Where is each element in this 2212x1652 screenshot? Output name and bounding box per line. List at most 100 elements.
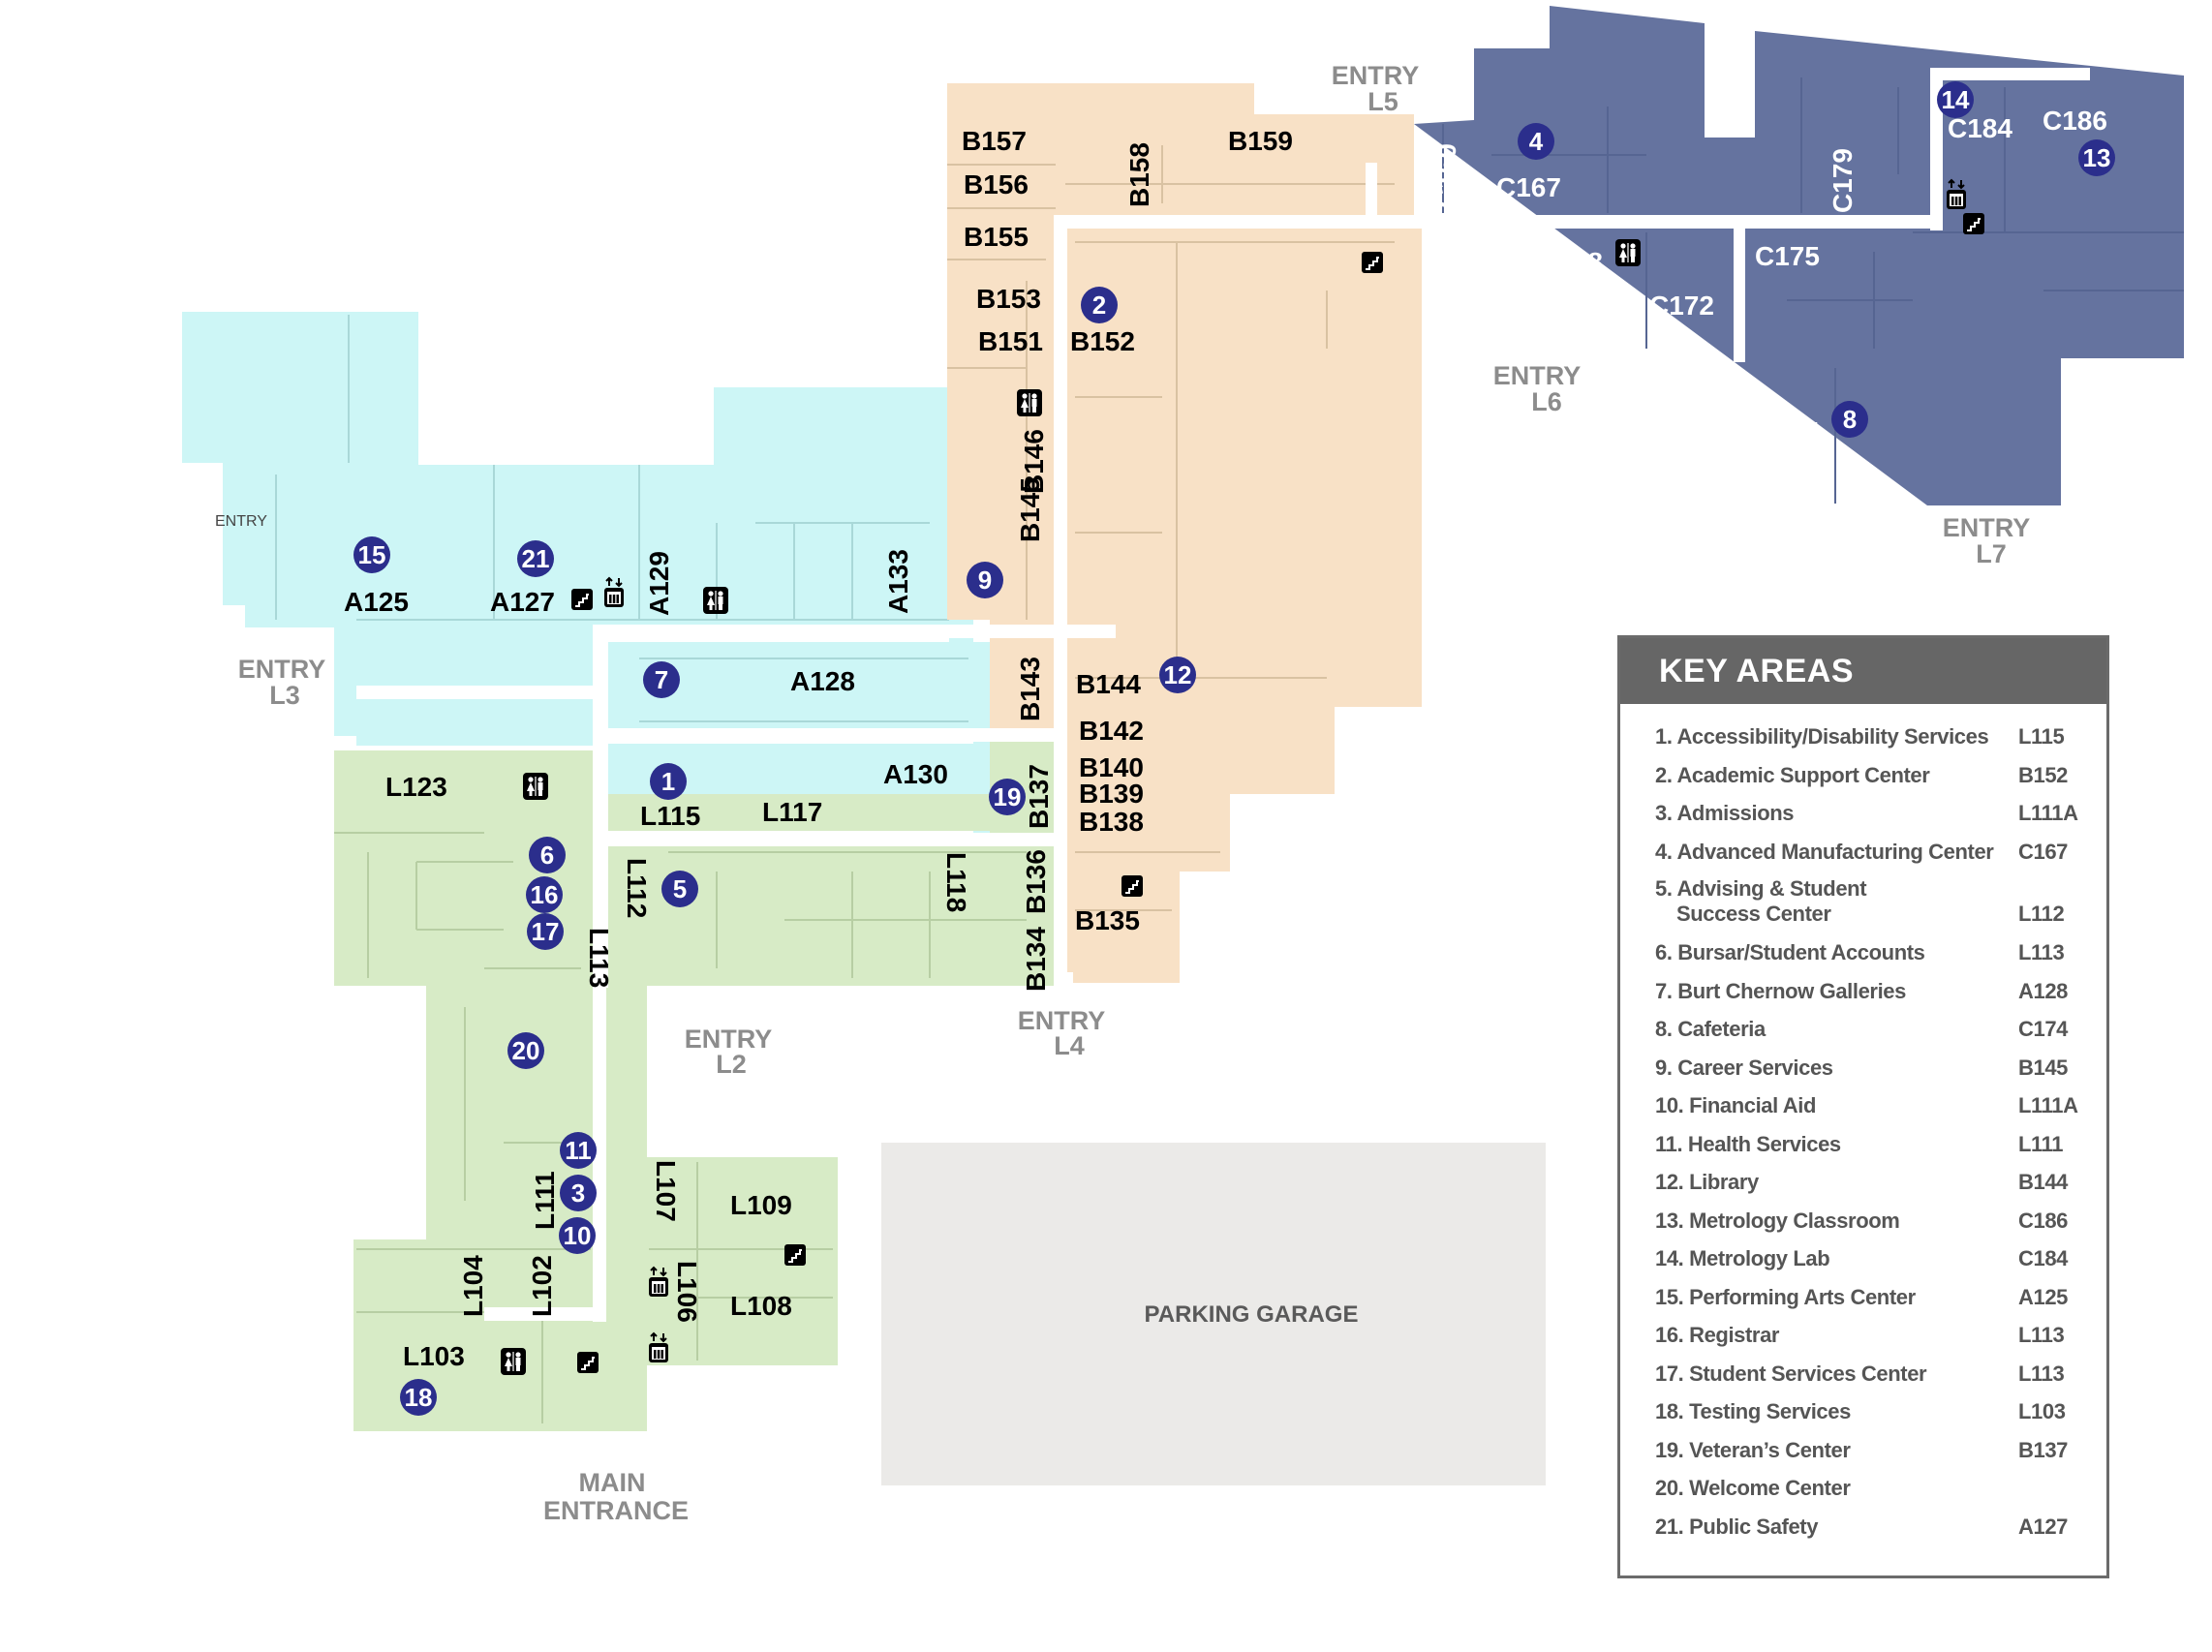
- room-labels-b: B157 B156 B155 B153 B151 B158 B159 B152 …: [962, 126, 1293, 992]
- marker-11[interactable]: 11: [560, 1132, 597, 1169]
- svg-text:10: 10: [564, 1221, 592, 1250]
- room-b136: B136: [1021, 849, 1051, 914]
- marker-7[interactable]: 7: [643, 661, 680, 698]
- marker-2[interactable]: 2: [1081, 287, 1118, 323]
- room-l115: L115: [640, 801, 700, 831]
- marker-12[interactable]: 12: [1159, 657, 1196, 693]
- svg-text:MAIN: MAIN: [579, 1468, 646, 1497]
- key-item[interactable]: 20. Welcome Center: [1655, 1476, 1851, 1500]
- svg-text:ENTRY: ENTRY: [1943, 513, 2031, 542]
- svg-text:L6: L6: [1531, 387, 1562, 416]
- svg-text:9: 9: [978, 566, 992, 595]
- svg-text:19: 19: [994, 782, 1022, 811]
- marker-3[interactable]: 3: [560, 1175, 597, 1211]
- room-c172: C172: [1649, 291, 1714, 321]
- marker-18[interactable]: 18: [400, 1379, 437, 1416]
- marker-15[interactable]: 15: [353, 536, 390, 573]
- entry-west-label: ENTRY: [215, 513, 267, 530]
- room-a125: A125: [344, 587, 409, 617]
- svg-text:3: 3: [571, 1178, 585, 1208]
- l-wing-area: [334, 736, 1054, 1431]
- svg-text:5: 5: [673, 874, 687, 903]
- marker-5[interactable]: 5: [661, 871, 698, 907]
- room-c184: C184: [1948, 113, 2012, 143]
- room-a130: A130: [883, 759, 948, 789]
- room-b139: B139: [1079, 779, 1144, 809]
- room-b159: B159: [1228, 126, 1293, 156]
- room-b146: B146: [1019, 429, 1049, 494]
- room-b144: B144: [1076, 669, 1141, 699]
- entry-l7-label: ENTRY L7: [1943, 513, 2031, 568]
- room-c174: C174: [1755, 416, 1820, 446]
- room-b158: B158: [1124, 142, 1154, 207]
- svg-text:ENTRY: ENTRY: [1493, 361, 1582, 390]
- svg-text:ENTRANCE: ENTRANCE: [543, 1496, 689, 1525]
- marker-14[interactable]: 14: [1937, 81, 1974, 118]
- room-l108: L108: [730, 1291, 792, 1321]
- room-c186: C186: [2043, 106, 2107, 136]
- marker-1[interactable]: 1: [650, 763, 687, 800]
- parking-garage: [881, 1143, 1546, 1485]
- svg-text:L5: L5: [1367, 87, 1398, 116]
- room-l103: L103: [403, 1341, 465, 1371]
- room-b138: B138: [1079, 807, 1144, 837]
- svg-text:2: 2: [1092, 291, 1106, 320]
- marker-10[interactable]: 10: [559, 1217, 596, 1254]
- marker-17[interactable]: 17: [527, 913, 564, 950]
- entry-l4-label: ENTRY L4: [1018, 1006, 1106, 1060]
- svg-text:ENTRY: ENTRY: [1018, 1006, 1106, 1035]
- room-l117: L117: [762, 797, 822, 827]
- svg-text:8: 8: [1843, 405, 1857, 434]
- marker-6[interactable]: 6: [529, 837, 566, 873]
- marker-19[interactable]: 19: [989, 779, 1026, 815]
- marker-8[interactable]: 8: [1831, 401, 1868, 438]
- svg-text:15: 15: [358, 540, 386, 569]
- room-c169: C169: [1538, 284, 1603, 314]
- marker-13[interactable]: 13: [2078, 139, 2115, 176]
- svg-text:18: 18: [405, 1383, 433, 1412]
- room-l112: L112: [622, 858, 652, 918]
- room-b134: B134: [1021, 927, 1051, 992]
- marker-16[interactable]: 16: [526, 876, 563, 913]
- restroom-icon: [501, 1348, 526, 1375]
- room-l123: L123: [385, 772, 447, 802]
- room-l111: L111: [530, 1171, 560, 1230]
- marker-20[interactable]: 20: [507, 1032, 544, 1069]
- marker-21[interactable]: 21: [517, 540, 554, 577]
- restroom-icon: [523, 773, 548, 800]
- marker-4[interactable]: 4: [1518, 123, 1554, 160]
- room-labels-a: A125 A127 A129 A133 A128 A130: [344, 549, 948, 789]
- l115-block: [608, 794, 990, 831]
- svg-text:17: 17: [532, 917, 560, 946]
- svg-text:11: 11: [565, 1136, 592, 1165]
- room-l107: L107: [651, 1160, 681, 1222]
- svg-text:L2: L2: [716, 1050, 747, 1079]
- room-b156: B156: [964, 169, 1029, 199]
- svg-text:12: 12: [1164, 660, 1192, 689]
- room-labels-l: L123 L115 L117 L113 L112 L118 L111 L107 …: [385, 772, 971, 1371]
- room-c168: C168: [1538, 247, 1603, 277]
- marker-9[interactable]: 9: [967, 562, 1003, 598]
